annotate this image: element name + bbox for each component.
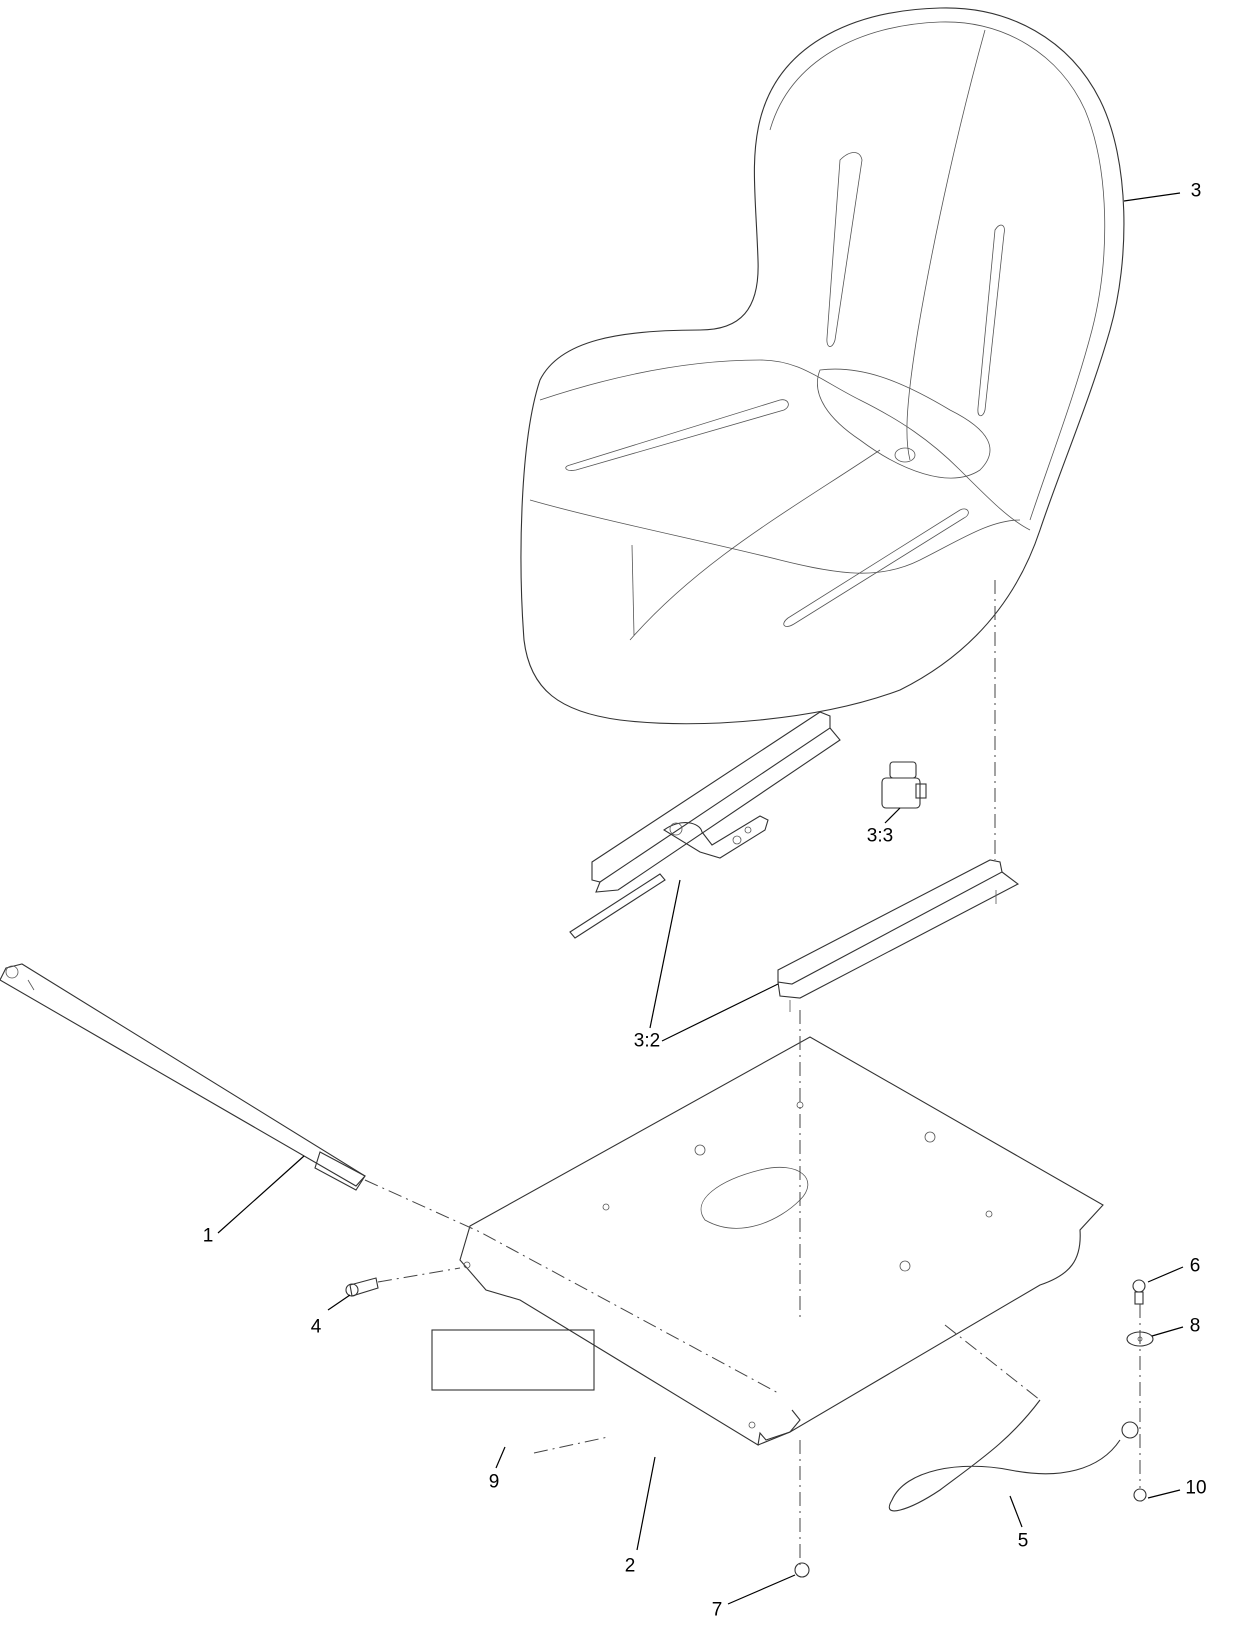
cable-part: [888, 1399, 1139, 1512]
callout-10: 10: [1185, 1477, 1207, 1499]
callout-6: 6: [1189, 1255, 1201, 1277]
callout-4: 4: [310, 1316, 322, 1338]
callout-3-2: 3:2: [633, 1030, 661, 1052]
callout-1: 1: [202, 1225, 214, 1247]
slide-rails-part: [569, 711, 1020, 1012]
seat-switch-part: [881, 761, 927, 809]
callout-3-3: 3:3: [866, 825, 894, 847]
adjustment-rod-part: [0, 963, 366, 1191]
callout-3: 3: [1190, 180, 1202, 202]
seat-part: [520, 7, 1125, 725]
hardware-parts: [794, 1279, 1154, 1578]
callout-8: 8: [1189, 1315, 1201, 1337]
callout-7: 7: [711, 1599, 723, 1621]
decal-part: [431, 1329, 595, 1391]
mounting-plate-part: [459, 1036, 1104, 1446]
callout-2: 2: [624, 1555, 636, 1577]
callout-9: 9: [488, 1471, 500, 1493]
callout-5: 5: [1017, 1530, 1029, 1552]
pin-part: [345, 1277, 379, 1297]
